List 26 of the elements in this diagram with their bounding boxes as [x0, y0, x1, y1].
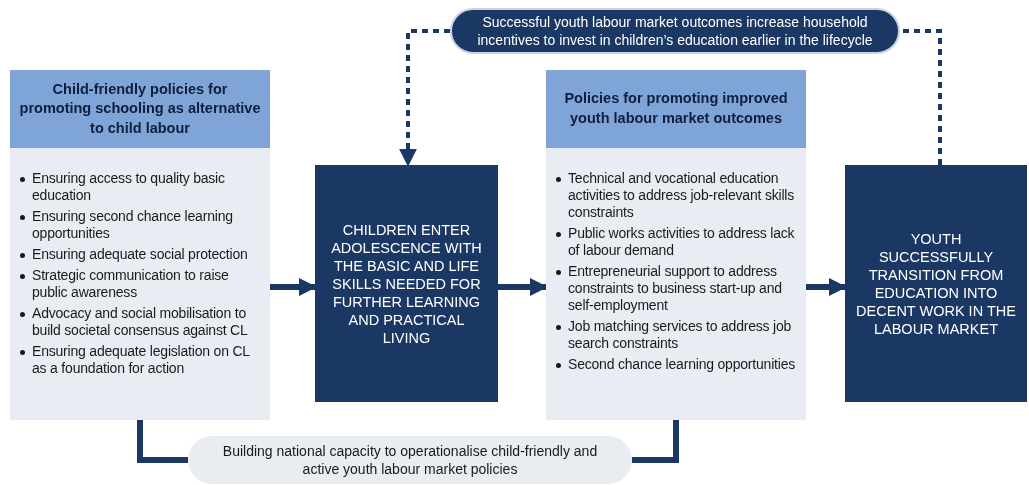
bullet-item: Public works activities to address lack of labour demand: [554, 225, 800, 259]
connector-line: [632, 420, 679, 463]
outcome-box: CHILDREN ENTER ADOLESCENCE WITH THE BASIC AND LIFE SKILLS NEEDED FOR FURTHER LEARNING AND PRACTICAL LIVING: [315, 165, 498, 402]
bullet-item: Ensuring access to quality basic education: [18, 170, 264, 204]
capacity-pill: Building national capacity to operationalise child-friendly and active youth labour market policies: [188, 436, 632, 484]
feedback-pill: Successful youth labour market outcomes increase household incentives to invest in children’s education earlier in the lifecycle: [450, 8, 900, 54]
bullet-item: Entrepreneurial support to address constraints to business start-up and self-employment: [554, 263, 800, 314]
bullet-item: Ensuring adequate legislation on CL as a foundation for action: [18, 343, 264, 377]
outcome-box: YOUTH SUCCESSFULLY TRANSITION FROM EDUCATION INTO DECENT WORK IN THE LABOUR MARKET: [845, 165, 1027, 402]
bullet-item: Job matching services to address job search constraints: [554, 318, 800, 352]
connector-line: [900, 29, 942, 165]
arrow: [399, 29, 450, 167]
connector-line: [137, 420, 188, 463]
bullet-item: Second chance learning opportunities: [554, 356, 800, 373]
policy-panel: [10, 70, 270, 420]
arrow: [498, 278, 548, 296]
bullet-item: Advocacy and social mobilisation to build societal consensus against CL: [18, 305, 264, 339]
panel-heading: Child-friendly policies for promoting schooling as alternative to child labour: [10, 70, 270, 148]
policy-panel: [546, 70, 806, 420]
panel-heading: Policies for promoting improved youth labour market outcomes: [546, 70, 806, 148]
bullet-item: Ensuring second chance learning opportunities: [18, 208, 264, 242]
bullet-item: Technical and vocational education activities to address job-relevant skills constraints: [554, 170, 800, 221]
arrow: [270, 278, 317, 296]
arrow: [806, 278, 847, 296]
bullet-item: Ensuring adequate social protection: [18, 246, 264, 263]
bullet-item: Strategic communication to raise public awareness: [18, 267, 264, 301]
